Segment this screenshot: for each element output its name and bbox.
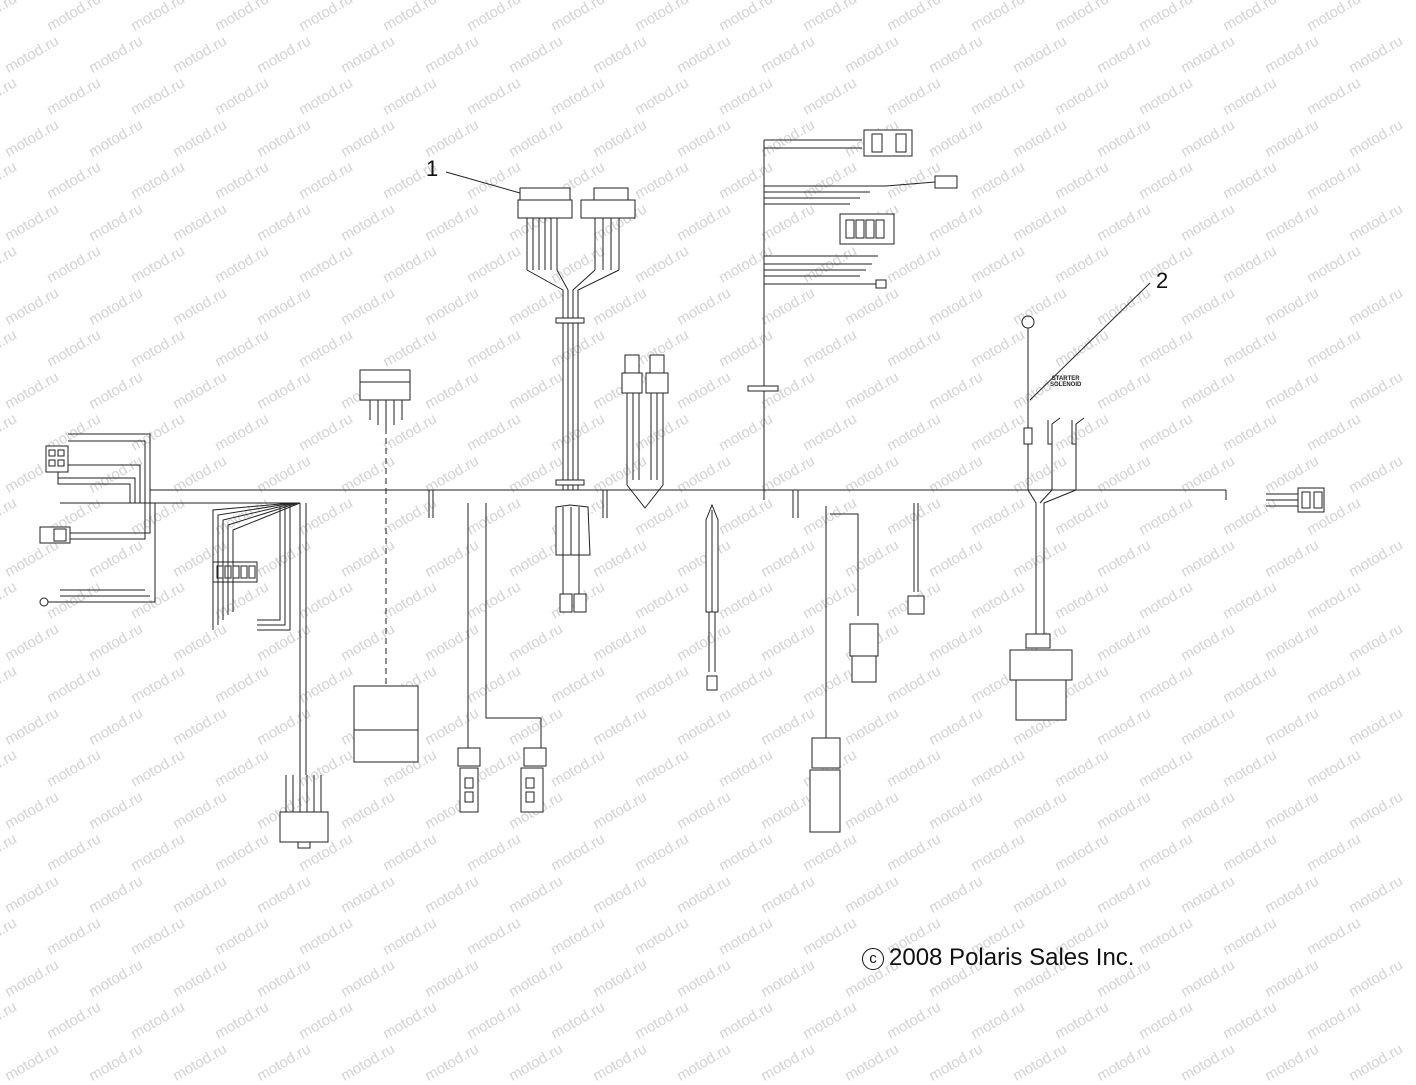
lower-right-connectors [809,503,925,833]
left-connector-cluster [39,433,156,607]
callout-number-1: 1 [426,156,439,181]
fan-connector-block [212,502,329,849]
callout-number-2: 2 [1156,268,1169,293]
callout-1-leader [445,171,521,194]
wiring-harness-drawing [39,129,1325,849]
copyright-text: 2008 Polaris Sales Inc. [889,944,1135,971]
sensor-probe [705,503,719,691]
right-end-connector [1225,487,1325,513]
callout-2-leader [1029,282,1151,401]
copyright-symbol: c [862,948,884,970]
ecu-connectors [517,187,636,490]
lower-left-connectors [457,503,547,813]
right-upper-branch [747,129,958,500]
dashed-branch [353,369,419,763]
relay-pair [621,354,669,509]
center-lower-bundle [555,504,591,613]
starter-solenoid-branch [1009,315,1085,721]
starter-solenoid-label: STARTER SOLENOID [1050,376,1082,389]
